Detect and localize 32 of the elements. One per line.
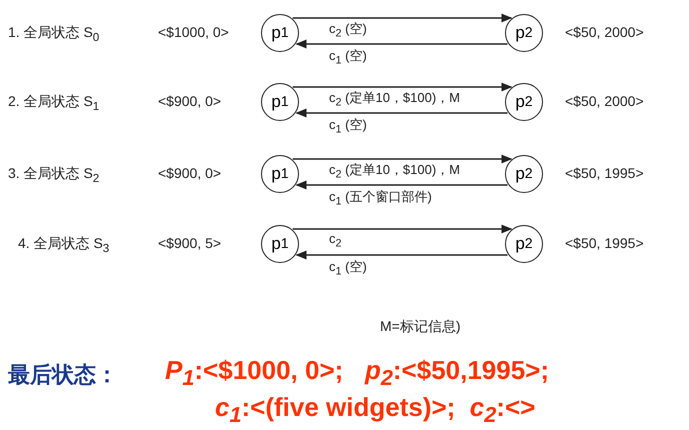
arrow bbox=[292, 224, 512, 234]
edge-label: c$_{2}$ (定单10，$100)，M bbox=[329, 161, 460, 181]
state-label: 1. 全局状态 S$_{0}$ bbox=[8, 24, 100, 44]
edge-label: c$_{2}$ bbox=[329, 231, 342, 250]
heading-text: 最后状态： bbox=[8, 361, 118, 390]
arrow bbox=[292, 154, 512, 164]
edge-label: c$_{2}$ (空) bbox=[329, 20, 367, 40]
arrow bbox=[292, 14, 512, 22]
value-label: <$50, 1995> bbox=[565, 165, 644, 181]
edge-label: c$_{1}$ (五个窗口部件) bbox=[329, 188, 432, 208]
arrow bbox=[295, 180, 508, 190]
arrow bbox=[295, 40, 508, 48]
value-label: <$900, 0> bbox=[158, 165, 222, 181]
edge-label: c$_{1}$ (空) bbox=[329, 47, 367, 67]
edge-label: c$_{1}$ (空) bbox=[329, 258, 367, 278]
value-label: <$900, 5> bbox=[158, 235, 222, 251]
arrow bbox=[295, 108, 508, 118]
state-label: 4. 全局状态 S$_{3}$ bbox=[18, 235, 110, 255]
edge-label: c$_{2}$ (定单10，$100)，M bbox=[329, 89, 460, 109]
result-text: P$_{1}$:<$1000, 0>; p$_{2}$:<$50,1995>; bbox=[165, 355, 550, 392]
value-label: <$900, 0> bbox=[158, 93, 222, 109]
note-text: M=标记信息) bbox=[380, 318, 460, 336]
value-label: <$50, 2000> bbox=[565, 93, 644, 109]
value-label: <$50, 2000> bbox=[565, 24, 644, 40]
state-label: 3. 全局状态 S$_{2}$ bbox=[8, 165, 100, 185]
arrow bbox=[292, 82, 512, 92]
value-label: <$1000, 0> bbox=[158, 24, 229, 40]
value-label: <$50, 1995> bbox=[565, 235, 644, 251]
arrow bbox=[295, 250, 508, 260]
edge-label: c$_{1}$ (空) bbox=[329, 116, 367, 136]
state-label: 2. 全局状态 S$_{1}$ bbox=[8, 93, 100, 113]
result-text: c$_{1}$:<(five widgets)>; c$_{2}$:<> bbox=[215, 392, 536, 428]
